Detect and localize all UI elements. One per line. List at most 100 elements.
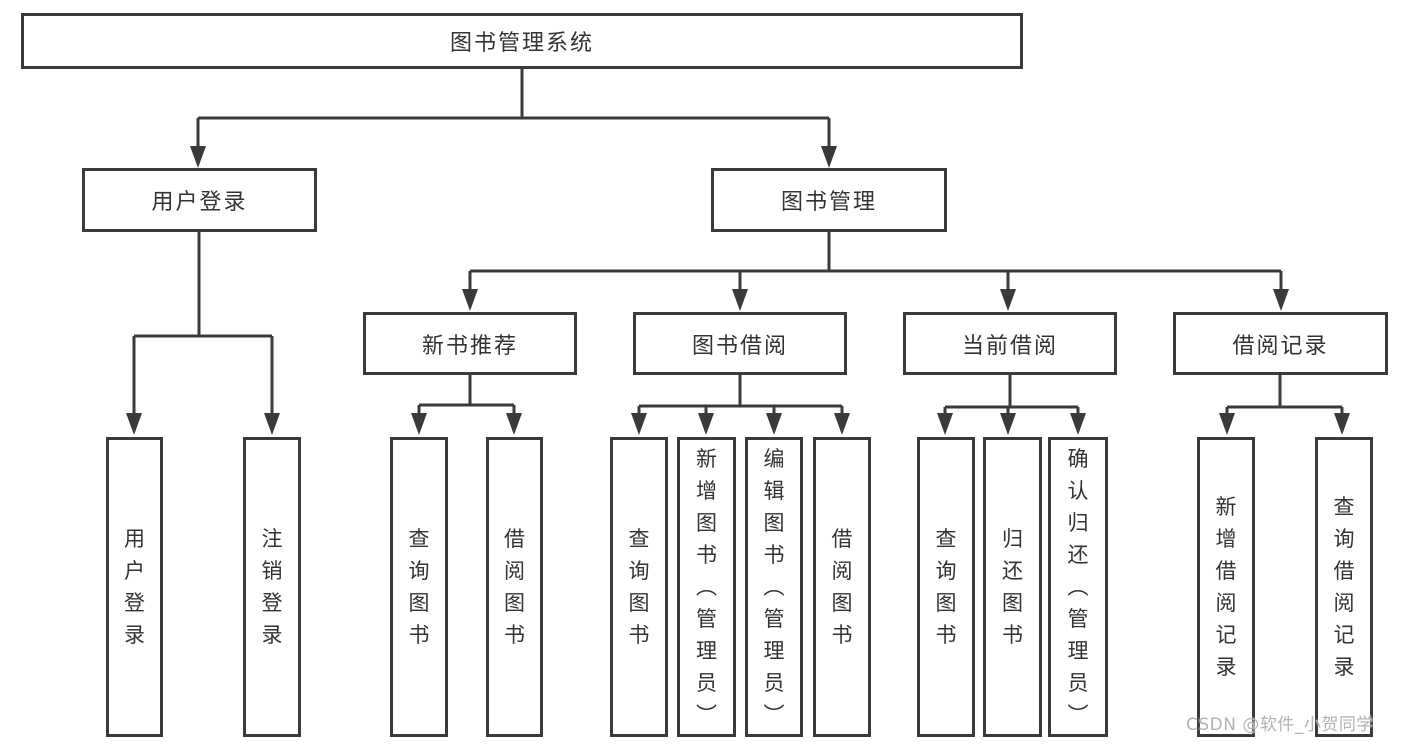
vertical-char: 借: [1333, 559, 1355, 583]
vertical-char: 图: [504, 591, 525, 615]
vertical-char: 书: [408, 623, 430, 647]
node-borrowing-records: 借阅记录: [1173, 312, 1388, 375]
vertical-char: 书: [696, 543, 717, 567]
vertical-char: 归: [1002, 527, 1023, 551]
vertical-char: 阅: [1333, 591, 1355, 615]
vertical-char: 认: [1067, 479, 1089, 503]
vertical-char: 图: [1002, 591, 1023, 615]
leaf-edit-books-admin: 编辑图书︵管理员︶: [745, 437, 803, 737]
vertical-char: 借: [1215, 559, 1237, 583]
arrowheads-user-login-group: [126, 413, 280, 435]
leaf-query-borrow-record: 查询借阅记录: [1315, 437, 1373, 737]
vertical-char: 户: [124, 559, 145, 583]
node-current-borrowing: 当前借阅: [903, 312, 1117, 375]
vertical-char: 书: [763, 543, 785, 567]
vertical-char: 查: [1333, 495, 1355, 519]
vertical-char: 记: [1333, 623, 1355, 647]
arrowheads-level2: [190, 146, 837, 168]
vertical-char: 还: [1067, 543, 1089, 567]
vertical-char: 注: [261, 527, 283, 551]
connector-user-login-group: [132, 232, 274, 414]
vertical-char: 管: [696, 607, 717, 631]
vertical-char: 录: [261, 623, 283, 647]
vertical-char: 理: [1067, 639, 1089, 663]
vertical-char: 询: [628, 559, 650, 583]
vertical-char: 理: [763, 639, 785, 663]
vertical-char: 员: [763, 671, 785, 695]
vertical-char: 阅: [504, 559, 525, 583]
vertical-char: 员: [696, 671, 717, 695]
vertical-char: 归: [1067, 511, 1089, 535]
arrowheads-current-borrow-group: [937, 413, 1086, 435]
arrowheads-borrow-records-group: [1219, 413, 1350, 435]
node-label: 当前借阅: [961, 333, 1058, 359]
vertical-char: 询: [1333, 527, 1355, 551]
vertical-char: 询: [935, 559, 957, 583]
vertical-char: 借: [504, 527, 525, 551]
vertical-char: 新: [696, 447, 717, 471]
vertical-char: 书: [628, 623, 650, 647]
vertical-char: ︵: [696, 575, 717, 599]
arrowheads-new-book-group: [411, 413, 522, 435]
vertical-char: 图: [408, 591, 430, 615]
vertical-char: 管: [763, 607, 785, 631]
leaf-user-login: 用户登录: [106, 437, 163, 737]
vertical-char: 查: [628, 527, 650, 551]
vertical-char: 图: [763, 511, 785, 535]
vertical-char: 编: [763, 447, 785, 471]
vertical-char: 书: [504, 623, 525, 647]
vertical-char: 查: [935, 527, 957, 551]
vertical-char: 书: [935, 623, 957, 647]
leaf-query-books-newrec: 查询图书: [390, 437, 448, 737]
vertical-char: 录: [124, 623, 145, 647]
vertical-char: 登: [261, 591, 283, 615]
node-book-borrowing: 图书借阅: [633, 312, 847, 375]
vertical-char: 管: [1067, 607, 1089, 631]
vertical-char: 录: [1333, 655, 1355, 679]
connector-book-borrow-group: [637, 375, 844, 414]
vertical-char: 询: [408, 559, 430, 583]
node-label: 新书推荐: [421, 333, 518, 359]
vertical-char: 新: [1215, 495, 1237, 519]
leaf-query-books-current: 查询图书: [917, 437, 975, 737]
leaf-borrow-books-newrec: 借阅图书: [486, 437, 543, 737]
node-user-login: 用户登录: [82, 168, 317, 232]
vertical-char: 图: [935, 591, 957, 615]
leaf-logout: 注销登录: [243, 437, 301, 737]
node-label: 用户登录: [151, 190, 248, 215]
vertical-char: 用: [124, 527, 145, 551]
vertical-char: 图: [696, 511, 717, 535]
node-label: 图书管理系统: [449, 31, 594, 56]
vertical-char: 确: [1067, 447, 1089, 471]
node-label: 借阅记录: [1232, 333, 1329, 359]
node-label: 图书借阅: [691, 333, 788, 359]
csdn-watermark: CSDN @软件_小贺同学: [1186, 715, 1374, 735]
connector-current-borrow-group: [943, 375, 1080, 414]
vertical-char: 理: [696, 639, 717, 663]
vertical-char: ︵: [763, 575, 785, 599]
vertical-char: ︶: [696, 703, 717, 727]
node-library-system: 图书管理系统: [21, 13, 1023, 69]
vertical-char: ︵: [1067, 575, 1089, 599]
leaf-add-borrow-record: 新增借阅记录: [1197, 437, 1255, 737]
connector-new-book-group: [417, 375, 516, 414]
arrowheads-book-borrow-group: [631, 413, 850, 435]
node-book-management: 图书管理: [711, 168, 947, 232]
vertical-char: 增: [1215, 527, 1237, 551]
vertical-char: 查: [408, 527, 430, 551]
connector-book-mgmt-to-level3: [468, 232, 1283, 290]
vertical-char: 阅: [831, 559, 853, 583]
vertical-char: 图: [628, 591, 650, 615]
vertical-char: 图: [831, 591, 853, 615]
vertical-char: 阅: [1215, 591, 1237, 615]
leaf-add-books-admin: 新增图书︵管理员︶: [677, 437, 736, 737]
connector-borrow-records-group: [1225, 375, 1344, 414]
vertical-char: 还: [1002, 559, 1023, 583]
connector-root-to-level2: [196, 69, 831, 148]
leaf-borrow-books: 借阅图书: [813, 437, 871, 737]
vertical-char: ︶: [1067, 703, 1089, 727]
node-new-book-recommend: 新书推荐: [363, 312, 577, 375]
vertical-char: 录: [1215, 655, 1237, 679]
